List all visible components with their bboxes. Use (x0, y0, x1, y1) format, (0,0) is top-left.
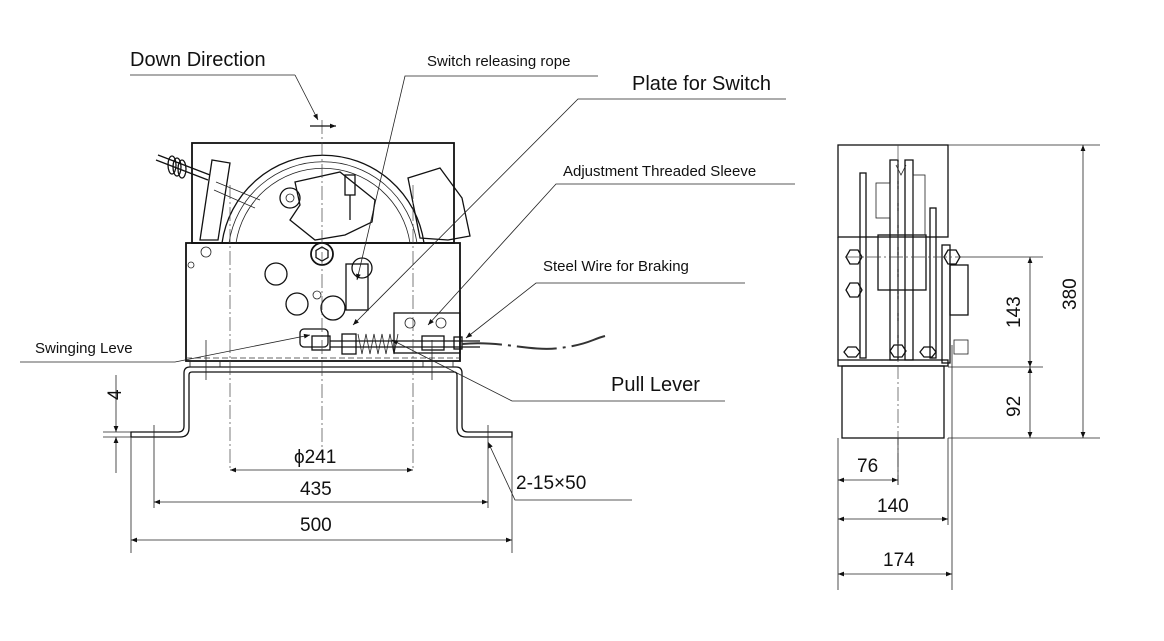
label-switch-releasing-rope: Switch releasing rope (427, 53, 570, 70)
dim-overall-depth: 174 (838, 550, 952, 577)
svg-text:ϕ241: ϕ241 (294, 447, 336, 468)
dim-sheave-offset: 76 (837, 438, 899, 590)
sheave (221, 154, 425, 244)
label-mounting-holes: 2-15×50 (516, 473, 586, 494)
spring-rod (311, 333, 480, 355)
tension-bolt (155, 154, 211, 181)
side-sheave (877, 159, 927, 361)
label-swinging-lever: Swinging Leve (35, 340, 133, 357)
svg-text:380: 380 (1060, 278, 1081, 310)
dim-sheave-diameter: ϕ241 (230, 447, 413, 473)
dim-base-width: 500 (130, 437, 513, 553)
svg-text:92: 92 (1004, 396, 1025, 417)
label-plate-for-switch: Plate for Switch (632, 73, 771, 95)
svg-text:174: 174 (883, 550, 915, 571)
dim-hole-spacing: 435 (153, 425, 489, 508)
plate-cutouts (187, 246, 373, 321)
base-bracket (130, 366, 513, 438)
svg-text:500: 500 (300, 515, 332, 536)
svg-text:4: 4 (105, 389, 126, 400)
label-steel-wire-for-braking: Steel Wire for Braking (543, 258, 689, 275)
limit-switch (345, 263, 369, 311)
dim-overall-height: 380 (1060, 145, 1086, 438)
steel-wire (461, 335, 606, 350)
label-adjustment-threaded-sleeve: Adjustment Threaded Sleeve (563, 163, 756, 180)
dim-base-height: 92 (1004, 367, 1033, 438)
svg-text:76: 76 (857, 456, 878, 477)
dim-base-depth: 140 (838, 438, 949, 525)
flyweight-mechanism (199, 159, 471, 241)
side-bracket (843, 172, 969, 364)
dim-axle-height: 143 (1004, 257, 1033, 367)
dim-plate-thickness: 4 (103, 375, 131, 473)
side-housing (837, 144, 949, 238)
switch-plate (393, 312, 461, 354)
label-pull-lever: Pull Lever (611, 374, 700, 396)
svg-text:140: 140 (877, 496, 909, 517)
side-view: 380 143 92 76 140 174 (837, 144, 1100, 590)
swinging-lever-part (299, 328, 329, 348)
leader-lines (20, 75, 795, 501)
svg-text:435: 435 (300, 479, 332, 500)
svg-text:143: 143 (1004, 296, 1025, 328)
label-down-direction: Down Direction (130, 49, 266, 71)
front-view: Down Direction Switch releasing rope Pla… (20, 49, 795, 553)
upper-housing (191, 142, 455, 244)
side-base (841, 365, 945, 439)
